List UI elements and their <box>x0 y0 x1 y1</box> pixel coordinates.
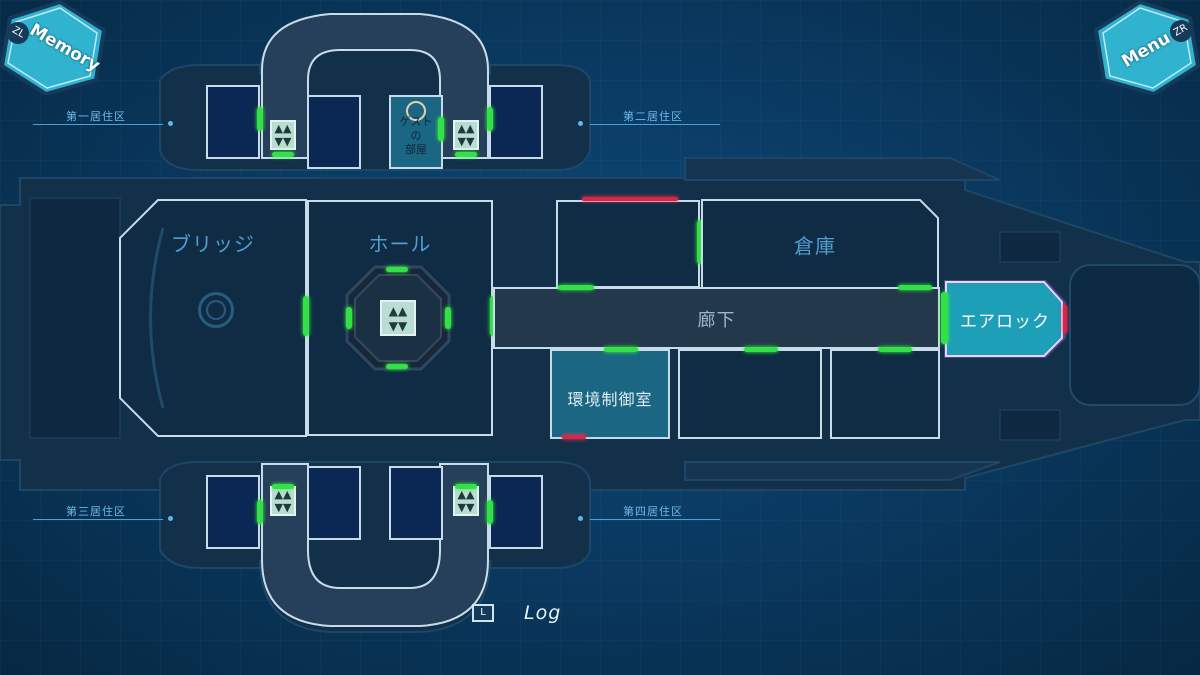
guest-room[interactable]: ゲスト の 部屋 <box>389 95 443 169</box>
airlock-label: エアロック <box>960 312 1050 332</box>
zone-dot <box>168 516 173 521</box>
guest-room-label: 部屋 <box>405 143 427 156</box>
door-open <box>257 107 263 131</box>
menu-button[interactable]: Menu ZR <box>1090 0 1200 95</box>
door-open <box>257 500 263 524</box>
env-control-room[interactable] <box>550 349 670 439</box>
airlock-room[interactable] <box>936 272 1076 366</box>
upper-left-room[interactable] <box>556 200 700 288</box>
memory-button[interactable]: ZL Memory <box>0 0 110 95</box>
log-key-badge: L <box>472 604 494 622</box>
door-open <box>272 484 294 489</box>
log-button[interactable]: Log <box>524 602 562 624</box>
lower-right-room[interactable] <box>830 349 940 439</box>
hall-room[interactable] <box>307 200 493 436</box>
bridge-label: ブリッジ <box>171 232 255 256</box>
elevator-icon[interactable]: ▲▲▼▼ <box>380 300 416 336</box>
corridor-label: 廊下 <box>697 310 736 331</box>
elevator-icon[interactable]: ▲▲▼▼ <box>270 120 296 150</box>
door-open <box>697 220 703 264</box>
door-open <box>303 296 309 336</box>
door-open <box>941 292 948 344</box>
door-open <box>272 152 294 157</box>
elevator-icon[interactable]: ▲▲▼▼ <box>270 486 296 516</box>
door-open <box>455 484 477 489</box>
door-open <box>438 117 444 141</box>
cabin-lower-4[interactable] <box>489 475 543 549</box>
door-open <box>744 347 778 352</box>
cabin-upper-4[interactable] <box>489 85 543 159</box>
env-control-label: 環境制御室 <box>567 390 653 409</box>
zone-label-first: 第一居住区 <box>66 110 126 123</box>
zone-line <box>33 124 163 125</box>
cabin-lower-1[interactable] <box>206 475 260 549</box>
guest-room-label: の <box>410 129 422 142</box>
cabin-lower-2[interactable] <box>307 466 361 540</box>
bridge-console-icon <box>198 292 234 328</box>
location-pin-icon <box>406 101 426 121</box>
door-open <box>455 152 477 157</box>
door-open <box>487 107 493 131</box>
zone-label-second: 第二居住区 <box>623 110 683 123</box>
cabin-upper-2[interactable] <box>307 95 361 169</box>
door-open <box>386 364 408 369</box>
guest-room-label: ゲスト <box>399 115 433 128</box>
door-locked <box>562 435 586 439</box>
zone-line <box>33 519 163 520</box>
zone-line <box>590 519 720 520</box>
elevator-icon[interactable]: ▲▲▼▼ <box>453 120 479 150</box>
cabin-lower-3[interactable] <box>389 466 443 540</box>
door-open <box>346 307 352 329</box>
door-open <box>386 267 408 272</box>
lower-middle-room[interactable] <box>678 349 822 439</box>
cabin-upper-1[interactable] <box>206 85 260 159</box>
zone-label-fourth: 第四居住区 <box>623 505 683 518</box>
door-open <box>487 500 493 524</box>
zone-label-third: 第三居住区 <box>66 505 126 518</box>
door-open <box>558 285 594 290</box>
zone-line <box>590 124 720 125</box>
door-locked <box>582 197 678 201</box>
door-open <box>604 347 638 352</box>
hall-label: ホール <box>368 232 432 256</box>
storage-label: 倉庫 <box>794 234 836 258</box>
zone-dot <box>578 121 583 126</box>
door-locked <box>1063 305 1067 333</box>
door-open <box>898 285 932 290</box>
elevator-icon[interactable]: ▲▲▼▼ <box>453 486 479 516</box>
storage-room[interactable] <box>700 198 940 290</box>
door-open <box>445 307 451 329</box>
hex-frame-icon <box>0 0 107 95</box>
zone-dot <box>578 516 583 521</box>
door-open <box>878 347 912 352</box>
zone-dot <box>168 121 173 126</box>
